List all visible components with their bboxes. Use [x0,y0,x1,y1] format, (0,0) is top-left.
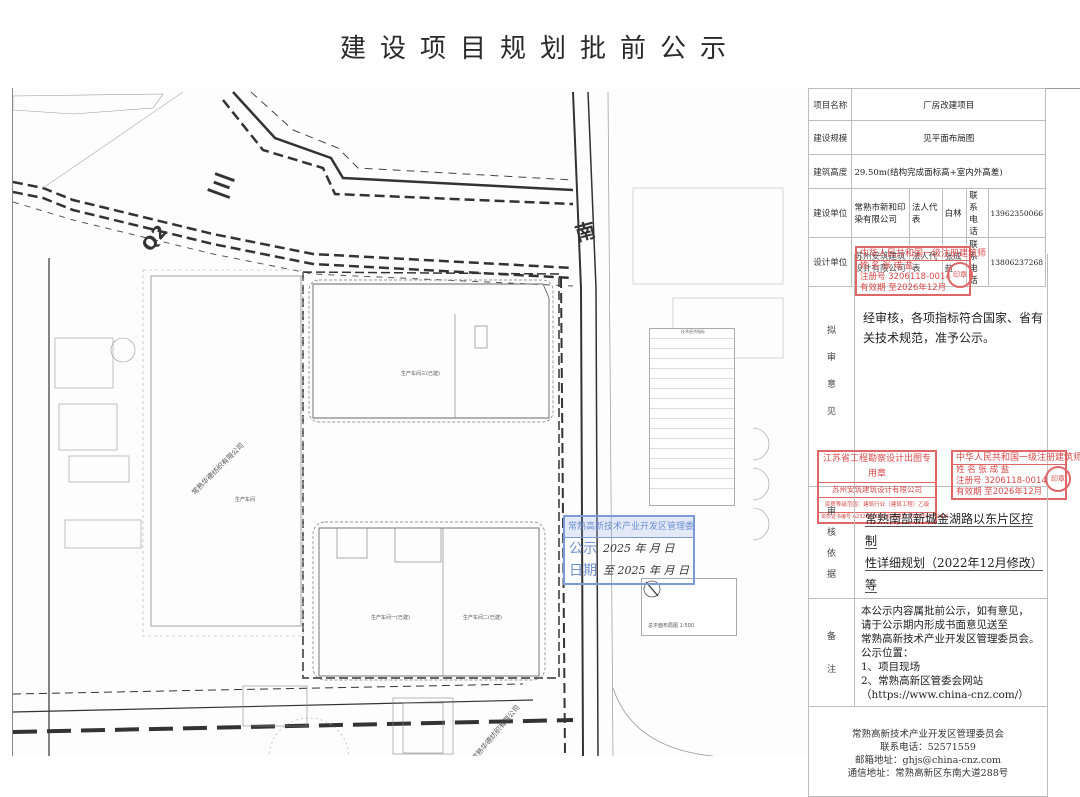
label-designer-legal-rep: 法人代表 [908,237,943,287]
row-project-name: 项目名称 厂房改建项目 [807,88,1046,121]
row-builder: 建设单位 常熟市新和印染有限公司 法人代表 白林 联系电话 1396235006… [807,188,1046,238]
basis-text: 常熟南部新城金湖路以东片区控制 性详细规划（2022年12月修改）等 [865,512,1043,593]
remark-text: 本公示内容属批前公示，如有意见， 请于公示期内形成书面意见送至 常熟高新技术产业… [861,604,1045,702]
date-label: 日期 [569,563,597,579]
economic-indicator-table: 技术经济指标 [649,328,735,506]
publicity-label: 公示 [569,541,597,557]
info-panel: 项目名称 厂房改建项目 建设规模 见平面布局图 建筑高度 29.50m(结构完成… [807,88,1080,797]
row-scale: 建设规模 见平面布局图 [807,120,1046,155]
website-link[interactable]: （https://www.china-cnz.com/） [861,689,1029,701]
value-builder-phone: 13962350066 [987,188,1046,238]
label-builder-phone: 联系电话 [966,188,989,238]
publicity-stamp: 常熟高新技术产业开发区管理委员会 公示 2025 年 月 日 日期 至 2025… [563,515,695,585]
value-height: 29.50m(结构完成面标高+室内外高差) [851,154,1046,189]
publicity-end-date: 至 2025 年 月 日 [603,564,689,577]
site-plan-drawing [13,91,784,756]
opinion-text: 经审核，各项指标符合国家、省有关技术规范，准予公示。 [863,311,1044,345]
review-opinion-section: 拟 审 意 见 经审核，各项指标符合国家、省有关技术规范，准予公示。 中华人民共… [808,246,1080,524]
architect-seal-1-icon: 印章 [947,262,973,288]
footer-email[interactable]: 邮箱地址：ghjs@china-cnz.com [854,755,1001,766]
footer-phone: 联系电话：52571559 [880,742,976,753]
label-builder: 建设单位 [807,188,853,238]
building-label-workshop-1: 生产车间一(已建) [371,615,410,621]
value-scale: 见平面布局图 [851,120,1046,155]
label-designer: 设计单位 [807,237,853,287]
value-project-name: 厂房改建项目 [851,88,1046,121]
drawing-notes-box: 总平面布局图 1:500 [641,578,737,636]
publicity-start-date: 2025 年 月 日 [603,542,675,555]
page-title: 建设项目规划批前公示 [339,34,740,64]
basis-label: 审 核 依 据 [809,486,855,598]
remark-label: 备 注 [809,598,855,706]
value-designer-company: 苏州安筑建筑设计有限公司 [851,237,910,287]
value-builder-company: 常熟市新和印染有限公司 [851,188,910,238]
contact-footer: 常熟高新技术产业开发区管理委员会 联系电话：52571559 邮箱地址：ghjs… [808,706,1048,797]
econ-table-title: 技术经济指标 [650,329,734,339]
row-height: 建筑高度 29.50m(结构完成面标高+室内外高差) [807,154,1046,189]
building-label-workshop: 生产车间 [235,497,256,503]
building-label-workshop-2: 生产车间二(已建) [463,615,502,621]
building-label-workshop-3: 生产车间三(已建) [401,371,440,377]
drawing-scale: 总平面布局图 1:500 [648,623,694,629]
review-basis-section: 审 核 依 据 常熟南部新城金湖路以东片区控制 性详细规划（2022年12月修改… [808,486,1048,599]
label-project-name: 项目名称 [807,88,853,121]
label-builder-legal-rep: 法人代表 [908,188,943,238]
design-drawing-seal: 江苏省工程勘察设计出图专用章 苏州安筑建筑设计有限公司 资质等级范围：建筑行业（… [817,450,948,524]
opinion-label: 拟 审 意 见 [809,254,855,486]
label-height: 建筑高度 [807,154,853,189]
value-designer-phone: 13806237268 [987,237,1046,287]
site-plan: 三 Q2 南 生产车间三(已建) 生产车间一(已建) 生产车间二(已建) 生产车… [12,88,809,756]
label-scale: 建设规模 [807,120,853,155]
remark-section: 备 注 本公示内容属批前公示，如有意见， 请于公示期内形成书面意见送至 常熟高新… [808,598,1048,707]
footer-org: 常熟高新技术产业开发区管理委员会 [851,729,1004,740]
architect-seal-2-icon: 印章 [1045,466,1071,492]
footer-address: 通信地址：常熟高新区东南大道288号 [847,768,1009,779]
publicity-stamp-org: 常熟高新技术产业开发区管理委员会 [565,517,693,538]
value-builder-legal-rep: 白林 [941,188,968,238]
